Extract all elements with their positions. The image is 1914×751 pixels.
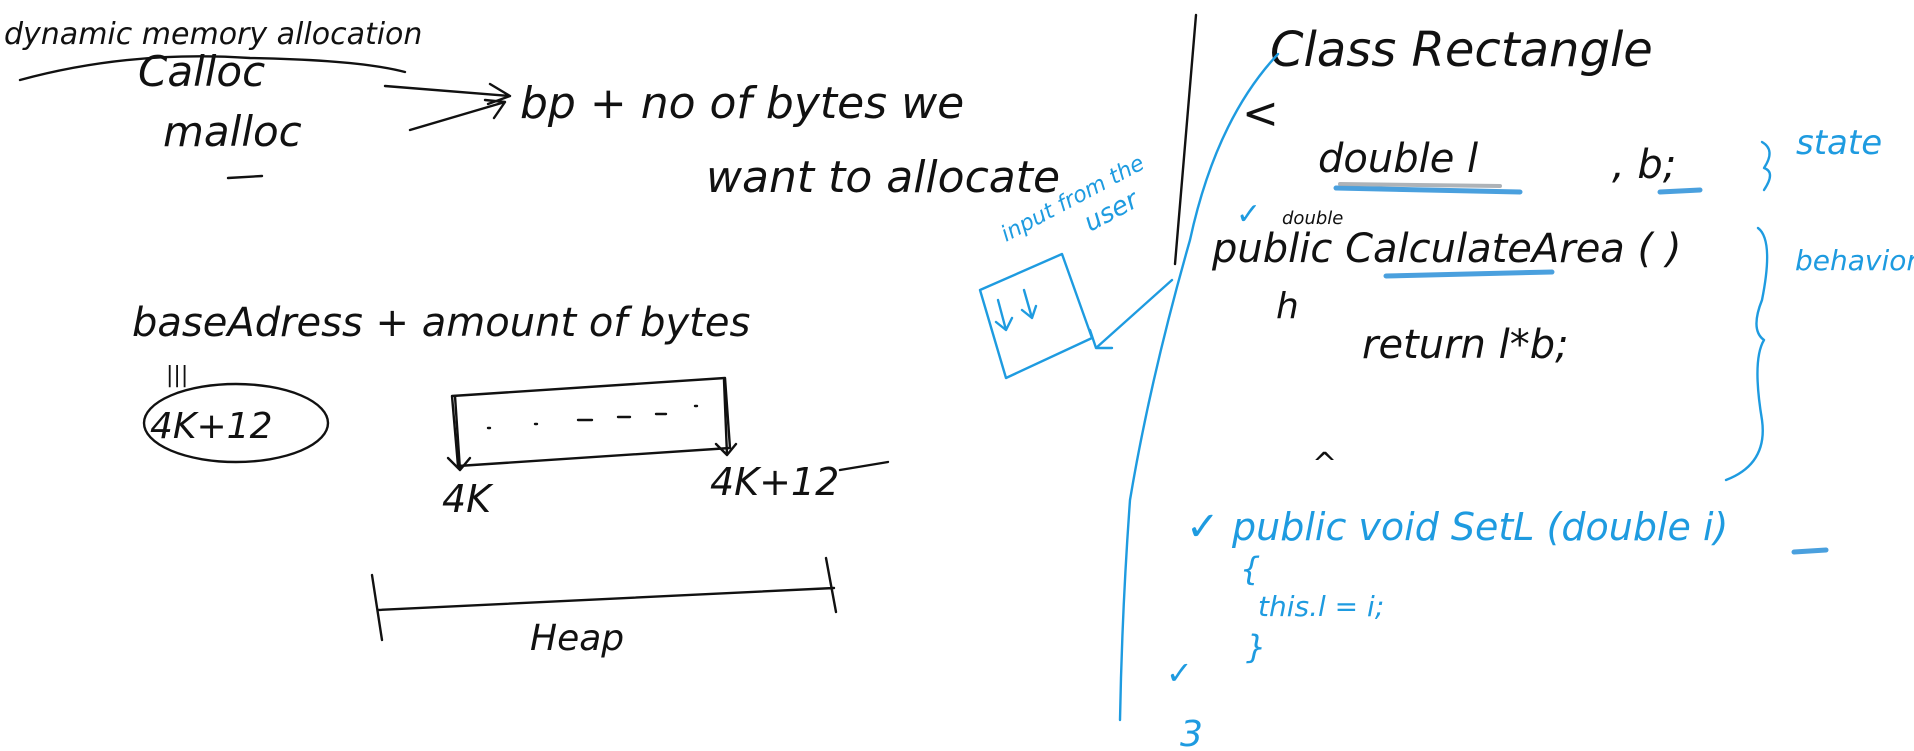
checkmark-method: ✓ [1236, 197, 1261, 232]
memory-block-rect [450, 376, 732, 468]
return-statement: return l*b; [1362, 322, 1569, 368]
equivalence-mark: ||| [166, 363, 188, 388]
field-declaration: double l [1318, 136, 1478, 182]
start-address-label: 4K [442, 477, 494, 521]
block-end-arrow [714, 378, 738, 457]
class-open-brace: < [1242, 88, 1279, 139]
method-open-brace: h [1276, 286, 1299, 327]
memory-block-dots [486, 404, 699, 430]
left-panel: dynamic memory allocation Calloc malloc … [4, 17, 1060, 659]
method-close-mark: ^ [1312, 447, 1337, 482]
method-declaration: public CalculateArea ( ) [1211, 226, 1681, 272]
setter-param-underline [1791, 547, 1829, 555]
state-brace [1760, 140, 1772, 192]
user-input-arrows [994, 288, 1038, 332]
setter-body: this.l = i; [1258, 590, 1384, 623]
field-highlight [1333, 185, 1523, 195]
method-name-underline [1383, 269, 1555, 279]
field-highlight-grey [1338, 182, 1502, 188]
malloc-underline [226, 174, 264, 180]
result-line-2: want to allocate [706, 152, 1060, 203]
b-underline [1657, 187, 1703, 195]
behavior-brace [1724, 226, 1769, 482]
circled-value-ellipse [142, 382, 330, 464]
state-label: state [1796, 123, 1882, 163]
double-note: double [1282, 208, 1343, 229]
heap-line [370, 556, 838, 642]
user-input-pointer [1088, 278, 1174, 350]
field-b: , b; [1612, 142, 1676, 188]
circled-value: 4K+12 [150, 406, 272, 447]
divider-line [1173, 13, 1198, 266]
result-line-1: bp + no of bytes we [520, 78, 964, 129]
formula-text: baseAdress + amount of bytes [132, 300, 750, 346]
right-panel: Class Rectangle < double l , b; state do… [978, 22, 1914, 751]
setter-declaration: public void SetL (double i) [1231, 505, 1728, 549]
end-label-tail [838, 460, 890, 472]
malloc-arrow [408, 98, 507, 132]
class-title: Class Rectangle [1270, 22, 1653, 78]
setter-close-brace: } [1246, 628, 1266, 666]
calloc-label: Calloc [138, 47, 265, 96]
title-arrow-curve [18, 55, 407, 82]
user-input-box [978, 252, 1094, 380]
heap-label: Heap [530, 618, 624, 659]
checkmark-close: ✓ [1166, 654, 1193, 692]
setter-open-brace: { [1240, 550, 1260, 588]
checkmark-setter: ✓ [1186, 504, 1220, 550]
title-dynamic-memory-allocation: dynamic memory allocation [4, 17, 422, 52]
end-address-label: 4K+12 [710, 460, 839, 504]
malloc-label: malloc [163, 107, 302, 156]
behavior-label: behavior [1795, 244, 1914, 277]
class-close-brace: 3 [1180, 714, 1203, 751]
block-start-arrow [446, 394, 472, 472]
blue-divider-line [1118, 52, 1280, 722]
